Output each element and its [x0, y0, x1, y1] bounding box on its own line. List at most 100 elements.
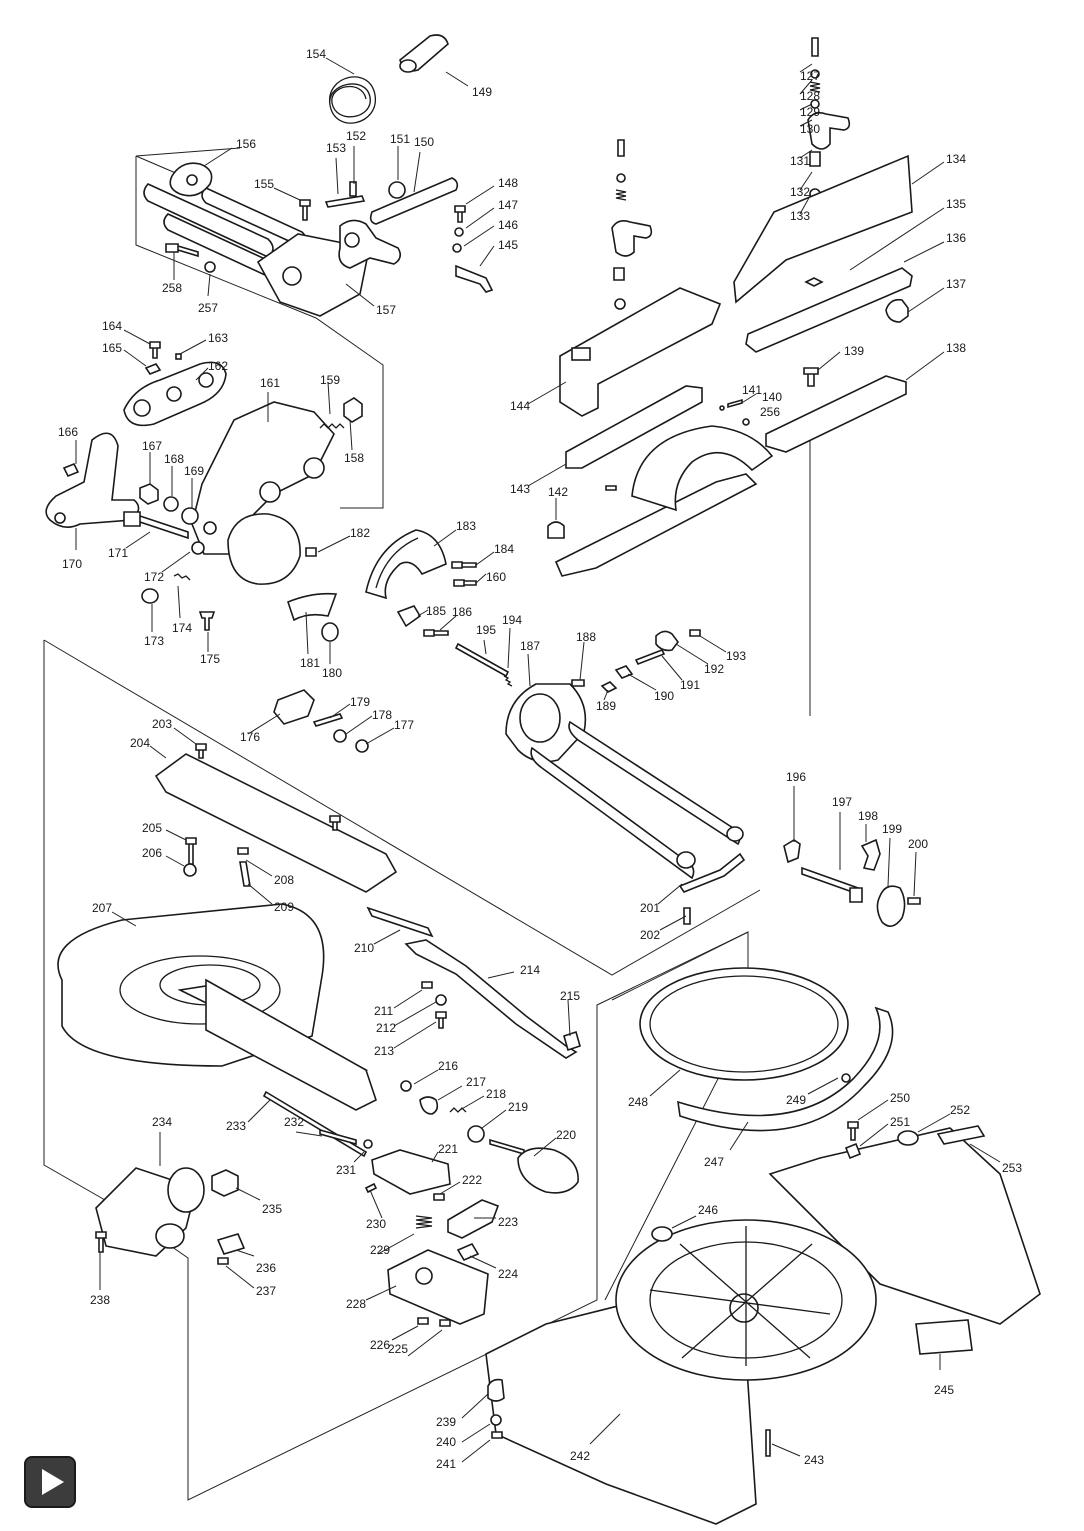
part-label: 160 [486, 570, 506, 584]
handle-assembly [45, 341, 477, 753]
part-label: 138 [946, 341, 966, 355]
part-label: 257 [198, 301, 218, 315]
part-label: 240 [436, 1435, 456, 1449]
part-label: 154 [306, 47, 326, 61]
part-label: 153 [326, 141, 346, 155]
part-label: 242 [570, 1449, 590, 1463]
part-label: 250 [890, 1091, 910, 1105]
part-label: 185 [426, 604, 446, 618]
part-label: 190 [654, 689, 674, 703]
part-label: 156 [236, 137, 256, 151]
part-label: 233 [226, 1119, 246, 1133]
part-label: 151 [390, 132, 410, 146]
part-label: 256 [760, 405, 780, 419]
part-label: 189 [596, 699, 616, 713]
part-label: 168 [164, 452, 184, 466]
part-label: 193 [726, 649, 746, 663]
part-label: 234 [152, 1115, 172, 1129]
part-label: 186 [452, 605, 472, 619]
part-label: 150 [414, 135, 434, 149]
part-label: 173 [144, 634, 164, 648]
part-label: 129 [800, 105, 820, 119]
part-label: 182 [350, 526, 370, 540]
part-label: 203 [152, 717, 172, 731]
part-label: 230 [366, 1217, 386, 1231]
part-label: 179 [350, 695, 370, 709]
part-label: 195 [476, 623, 496, 637]
part-label: 192 [704, 662, 724, 676]
part-label: 128 [800, 89, 820, 103]
part-label: 174 [172, 621, 192, 635]
part-label: 135 [946, 197, 966, 211]
part-label: 177 [394, 718, 414, 732]
part-label: 207 [92, 901, 112, 915]
part-label: 245 [934, 1383, 954, 1397]
part-label: 210 [354, 941, 374, 955]
part-label: 229 [370, 1243, 390, 1257]
part-label: 130 [800, 122, 820, 136]
part-label: 246 [698, 1203, 718, 1217]
part-label: 248 [628, 1095, 648, 1109]
part-label: 141 [742, 383, 762, 397]
play-icon [41, 1469, 64, 1495]
part-label: 247 [704, 1155, 724, 1169]
slide-assembly [143, 34, 494, 317]
part-label: 164 [102, 319, 122, 333]
part-label: 172 [144, 570, 164, 584]
part-label: 147 [498, 198, 518, 212]
part-label: 183 [456, 519, 476, 533]
part-label: 145 [498, 238, 518, 252]
part-label: 231 [336, 1163, 356, 1177]
part-label: 191 [680, 678, 700, 692]
part-label: 226 [370, 1338, 390, 1352]
part-label: 144 [510, 399, 530, 413]
part-label: 202 [640, 928, 660, 942]
part-label: 219 [508, 1100, 528, 1114]
part-label: 162 [208, 359, 228, 373]
part-label: 232 [284, 1115, 304, 1129]
part-label: 205 [142, 821, 162, 835]
part-label: 221 [438, 1142, 458, 1156]
part-label: 184 [494, 542, 514, 556]
part-label: 198 [858, 809, 878, 823]
part-label: 215 [560, 989, 580, 1003]
part-label: 201 [640, 901, 660, 915]
part-label: 169 [184, 464, 204, 478]
part-label: 214 [520, 963, 540, 977]
part-label: 161 [260, 376, 280, 390]
part-label: 252 [950, 1103, 970, 1117]
part-label: 209 [274, 900, 294, 914]
turntable-assembly [57, 743, 581, 1327]
part-label: 239 [436, 1415, 456, 1429]
part-label: 180 [322, 666, 342, 680]
part-label: 258 [162, 281, 182, 295]
part-label: 167 [142, 439, 162, 453]
part-label: 157 [376, 303, 396, 317]
part-label: 132 [790, 185, 810, 199]
part-label: 175 [200, 652, 220, 666]
part-label: 178 [372, 708, 392, 722]
part-label: 163 [208, 331, 228, 345]
part-label: 199 [882, 822, 902, 836]
part-label: 166 [58, 425, 78, 439]
part-label: 133 [790, 209, 810, 223]
part-label: 143 [510, 482, 530, 496]
part-label: 249 [786, 1093, 806, 1107]
part-label: 165 [102, 341, 122, 355]
part-label: 188 [576, 630, 596, 644]
part-label: 134 [946, 152, 966, 166]
part-label: 127 [800, 69, 820, 83]
part-label: 200 [908, 837, 928, 851]
part-label: 136 [946, 231, 966, 245]
part-label: 218 [486, 1087, 506, 1101]
next-page-button[interactable] [24, 1456, 76, 1508]
base-assembly [485, 967, 1041, 1525]
part-label: 228 [346, 1297, 366, 1311]
part-label: 238 [90, 1293, 110, 1307]
part-label: 196 [786, 770, 806, 784]
part-label: 206 [142, 846, 162, 860]
part-label: 208 [274, 873, 294, 887]
part-label: 212 [376, 1021, 396, 1035]
part-label: 152 [346, 129, 366, 143]
